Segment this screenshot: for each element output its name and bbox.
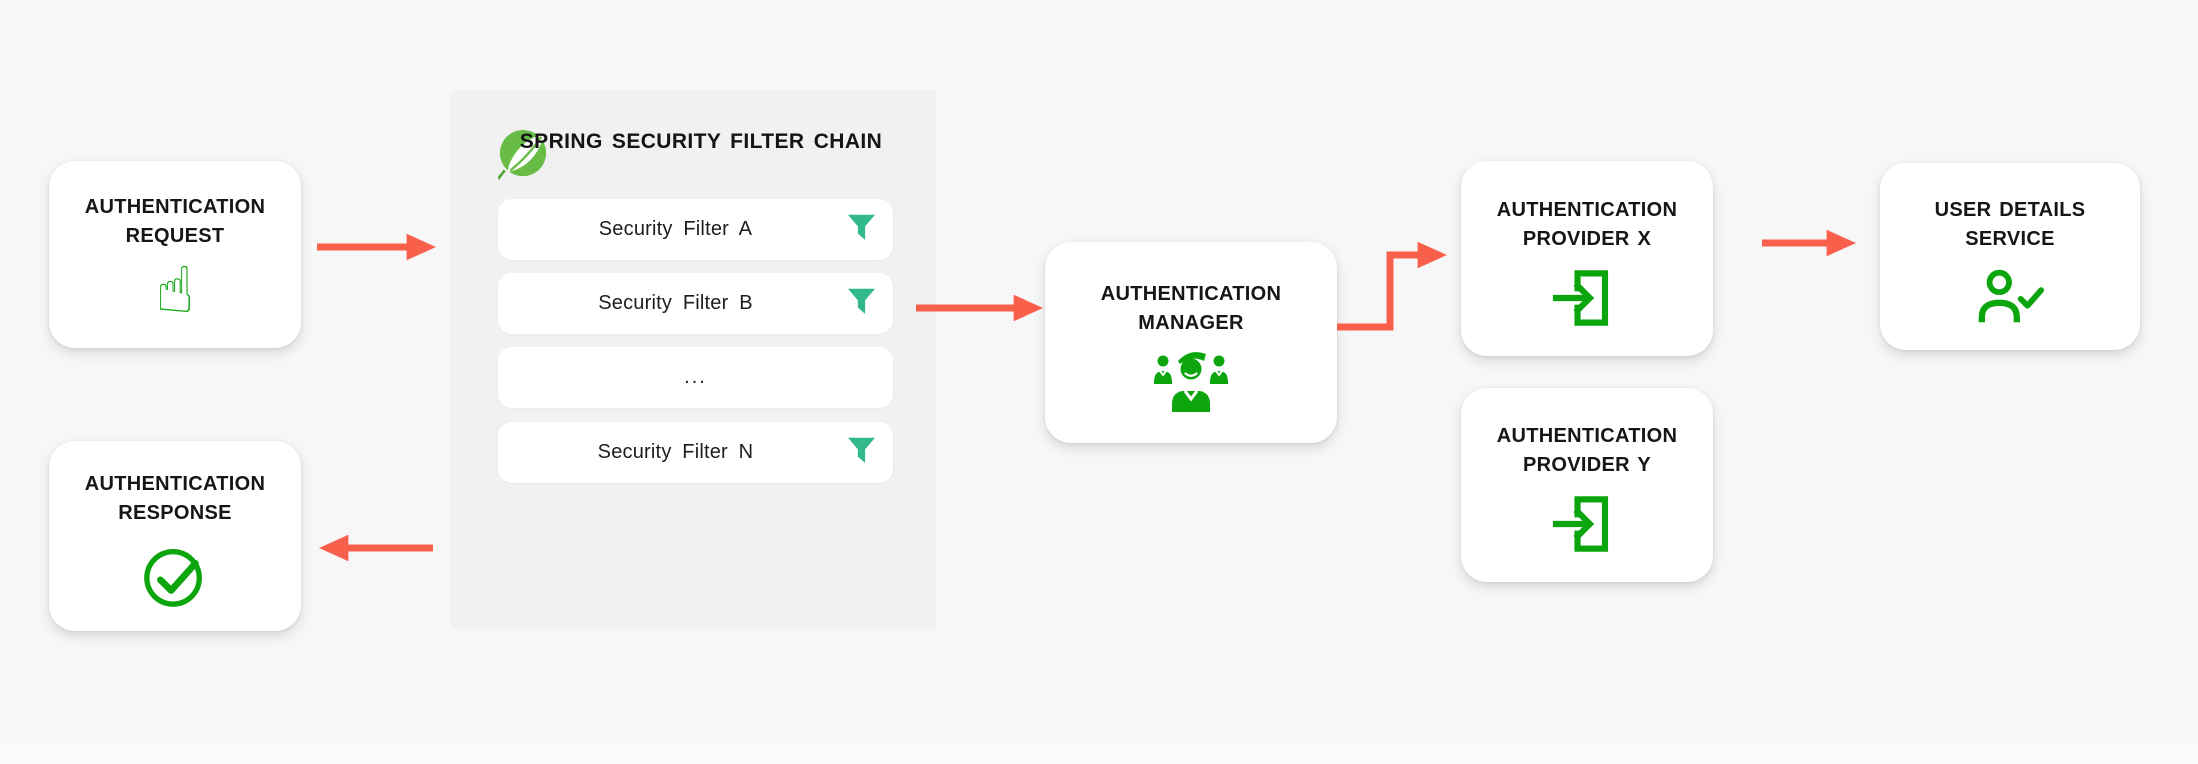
filter-row-label: ... bbox=[684, 366, 707, 388]
security-filter-row: Security Filter N bbox=[498, 422, 893, 483]
filter-row-label: Security Filter N bbox=[597, 441, 754, 463]
check-circle-icon bbox=[144, 549, 202, 607]
security-filter-row: Security Filter A bbox=[498, 199, 893, 260]
security-filter-row-ellipsis: ... bbox=[498, 347, 893, 408]
spring-logo-icon bbox=[498, 129, 547, 180]
filter-funnel-icon bbox=[848, 288, 875, 314]
pointing-hand-icon: ☝ bbox=[155, 253, 195, 328]
filter-row-label: Security Filter A bbox=[598, 218, 753, 240]
filter-funnel-icon bbox=[848, 214, 875, 240]
authentication-response-node: AUTHENTICATION RESPONSE bbox=[49, 441, 301, 631]
filter-row-label: Security Filter B bbox=[598, 292, 753, 314]
node-title: AUTHENTICATION RESPONSE bbox=[84, 473, 266, 524]
user-details-service-node: USER DETAILS SERVICE bbox=[1880, 163, 2140, 350]
node-title: AUTHENTICATION REQUEST bbox=[84, 195, 266, 247]
team-icon bbox=[1154, 351, 1228, 412]
login-icon bbox=[1552, 496, 1609, 552]
node-title: AUTHENTICATION PROVIDER Y bbox=[1496, 425, 1678, 476]
authentication-request-node: AUTHENTICATION REQUEST ☝ bbox=[49, 161, 301, 348]
security-filter-row: Security Filter B bbox=[498, 273, 893, 334]
authentication-provider-y-node: AUTHENTICATION PROVIDER Y bbox=[1461, 388, 1713, 582]
node-title: AUTHENTICATION PROVIDER X bbox=[1496, 198, 1678, 250]
user-check-icon bbox=[1978, 269, 2045, 322]
authentication-provider-x-node: AUTHENTICATION PROVIDER X bbox=[1461, 161, 1713, 356]
node-title: AUTHENTICATION MANAGER bbox=[1100, 282, 1282, 334]
filter-funnel-icon bbox=[848, 437, 875, 463]
login-icon bbox=[1552, 269, 1609, 326]
node-title: USER DETAILS SERVICE bbox=[1934, 198, 2086, 250]
filter-chain-panel: SPRING SECURITY FILTER CHAIN Security Fi… bbox=[451, 90, 936, 629]
filter-chain-title: SPRING SECURITY FILTER CHAIN bbox=[519, 130, 883, 153]
arrow-manager-to-provider-x bbox=[1337, 241, 1447, 331]
authentication-manager-node: AUTHENTICATION MANAGER bbox=[1045, 242, 1337, 443]
